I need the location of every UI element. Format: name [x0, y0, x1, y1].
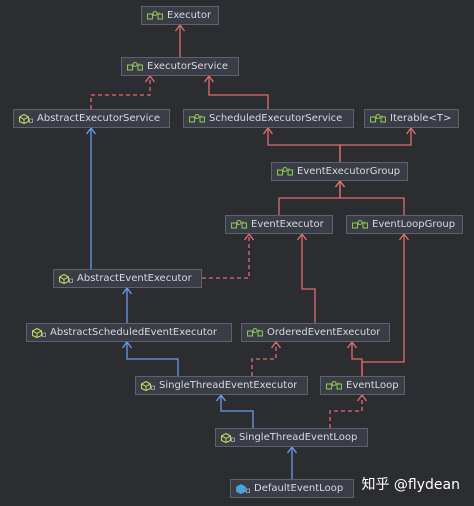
edge-executor-service-to-executor: [174, 23, 186, 57]
watermark: 知乎 @flydean: [361, 477, 460, 493]
interface-icon: [247, 327, 263, 338]
node-label: AbstractScheduledEventExecutor: [50, 327, 217, 338]
node-label: OrderedEventExecutor: [267, 327, 381, 338]
node-label: EventExecutorGroup: [297, 166, 401, 177]
node-label: Executor: [167, 10, 212, 21]
interface-icon: [370, 113, 386, 124]
node-event-executor[interactable]: EventExecutor: [225, 215, 333, 234]
edge-single-thread-event-executor-to-ordered-event-executor: [251, 340, 282, 376]
node-label: EventExecutor: [251, 219, 324, 230]
arrowhead: [215, 393, 227, 402]
node-label: AbstractEventExecutor: [77, 273, 192, 284]
arrowhead: [144, 74, 156, 83]
arrowhead: [398, 232, 410, 241]
node-event-loop-group[interactable]: EventLoopGroup: [346, 215, 463, 234]
node-abstract-executor-service[interactable]: AbstractExecutorService: [13, 109, 170, 128]
node-abstract-scheduled-event-executor[interactable]: AbstractScheduledEventExecutor: [26, 323, 232, 342]
interface-icon: [277, 166, 293, 177]
node-label: AbstractExecutorService: [37, 113, 161, 124]
interface-icon: [231, 219, 247, 230]
node-label: SingleThreadEventLoop: [239, 432, 358, 443]
node-label: EventLoopGroup: [372, 219, 456, 230]
arrowhead: [286, 445, 298, 454]
node-event-executor-group[interactable]: EventExecutorGroup: [271, 162, 408, 181]
arrowhead: [296, 232, 308, 241]
abstract-class-icon: [141, 380, 155, 391]
edge-abstract-scheduled-event-executor-to-abstract-event-executor: [121, 286, 133, 323]
arrowhead: [270, 340, 282, 349]
arrowhead: [346, 340, 358, 349]
abstract-class-icon: [221, 432, 235, 443]
edge-single-thread-event-executor-to-abstract-scheduled-event-executor: [121, 340, 179, 376]
edge-event-executor-group-to-scheduled-executor-service: [262, 126, 341, 162]
edge-event-loop-group-to-event-executor-group: [334, 179, 405, 215]
arrowhead: [121, 286, 133, 295]
node-abstract-event-executor[interactable]: AbstractEventExecutor: [53, 269, 202, 288]
node-label: DefaultEventLoop: [254, 483, 344, 494]
node-event-loop[interactable]: EventLoop: [320, 376, 405, 395]
arrowhead: [262, 126, 274, 135]
edge-single-thread-event-loop-to-single-thread-event-executor: [215, 393, 254, 428]
abstract-class-icon: [19, 113, 33, 124]
edge-event-loop-to-event-loop-group: [361, 232, 410, 376]
arrowhead: [405, 126, 417, 135]
arrowhead: [356, 393, 368, 402]
edge-event-executor-to-event-executor-group: [278, 179, 346, 215]
abstract-class-icon: [32, 327, 46, 338]
edge-scheduled-executor-service-to-executor-service: [203, 74, 269, 109]
node-label: SingleThreadEventExecutor: [159, 380, 298, 391]
edge-abstract-executor-service-to-executor-service: [90, 74, 156, 109]
arrowhead: [203, 74, 215, 83]
interface-icon: [127, 61, 143, 72]
edge-default-event-loop-to-single-thread-event-loop: [286, 445, 298, 479]
node-single-thread-event-executor[interactable]: SingleThreadEventExecutor: [135, 376, 308, 395]
node-iterable[interactable]: Iterable<T>: [364, 109, 459, 128]
interface-icon: [189, 113, 205, 124]
edge-single-thread-event-loop-to-event-loop: [329, 393, 368, 428]
node-executor-service[interactable]: ExecutorService: [121, 57, 239, 76]
node-executor[interactable]: Executor: [141, 6, 219, 25]
edge-event-loop-to-ordered-event-executor: [346, 340, 363, 376]
arrowhead: [243, 232, 255, 241]
node-default-event-loop[interactable]: DefaultEventLoop: [230, 479, 354, 498]
node-label: ExecutorService: [147, 61, 229, 72]
interface-icon: [147, 10, 163, 21]
node-single-thread-event-loop[interactable]: SingleThreadEventLoop: [215, 428, 368, 447]
edge-abstract-event-executor-to-abstract-executor-service: [85, 126, 97, 269]
edge-event-executor-group-to-iterable: [339, 126, 417, 162]
node-label: ScheduledExecutorService: [209, 113, 343, 124]
node-label: EventLoop: [346, 380, 398, 391]
arrowhead: [174, 23, 186, 32]
class-icon: [236, 483, 250, 494]
arrowhead: [334, 179, 346, 188]
edge-abstract-event-executor-to-event-executor: [202, 232, 255, 279]
interface-icon: [352, 219, 368, 230]
node-ordered-event-executor[interactable]: OrderedEventExecutor: [241, 323, 390, 342]
abstract-class-icon: [59, 273, 73, 284]
node-scheduled-executor-service[interactable]: ScheduledExecutorService: [183, 109, 354, 128]
edge-ordered-event-executor-to-event-executor: [296, 232, 316, 323]
interface-icon: [326, 380, 342, 391]
arrowhead: [121, 340, 133, 349]
node-label: Iterable<T>: [390, 113, 452, 124]
arrowhead: [85, 126, 97, 135]
